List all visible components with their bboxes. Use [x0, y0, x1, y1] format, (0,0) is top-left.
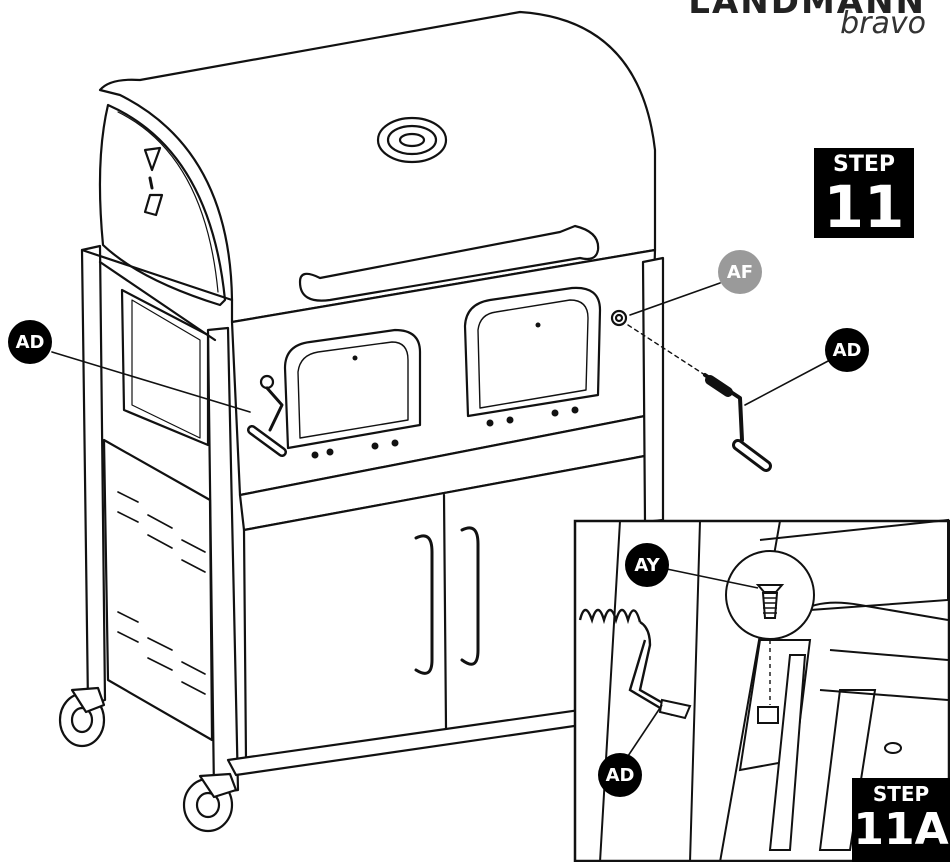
step-11a-badge: STEP 11A	[852, 778, 950, 862]
brand-name: bravo	[840, 6, 926, 41]
callout-ay: AY	[625, 543, 669, 587]
step-11-badge: STEP 11	[814, 148, 914, 238]
step-number: 11A	[853, 804, 949, 855]
crank-handle-installed	[247, 374, 287, 457]
caster-wheels	[58, 686, 238, 833]
callout-ad-left: AD	[8, 320, 52, 364]
step-label: STEP	[872, 782, 930, 806]
callout-ad-detail: AD	[598, 753, 642, 797]
callout-af: AF	[718, 250, 762, 294]
step-number: 11	[823, 173, 905, 241]
step-label: STEP	[832, 152, 895, 177]
brand-logo-text: LANDMANN	[688, 0, 926, 22]
crank-handle-loose	[610, 309, 772, 472]
callout-ad-right: AD	[825, 328, 869, 372]
